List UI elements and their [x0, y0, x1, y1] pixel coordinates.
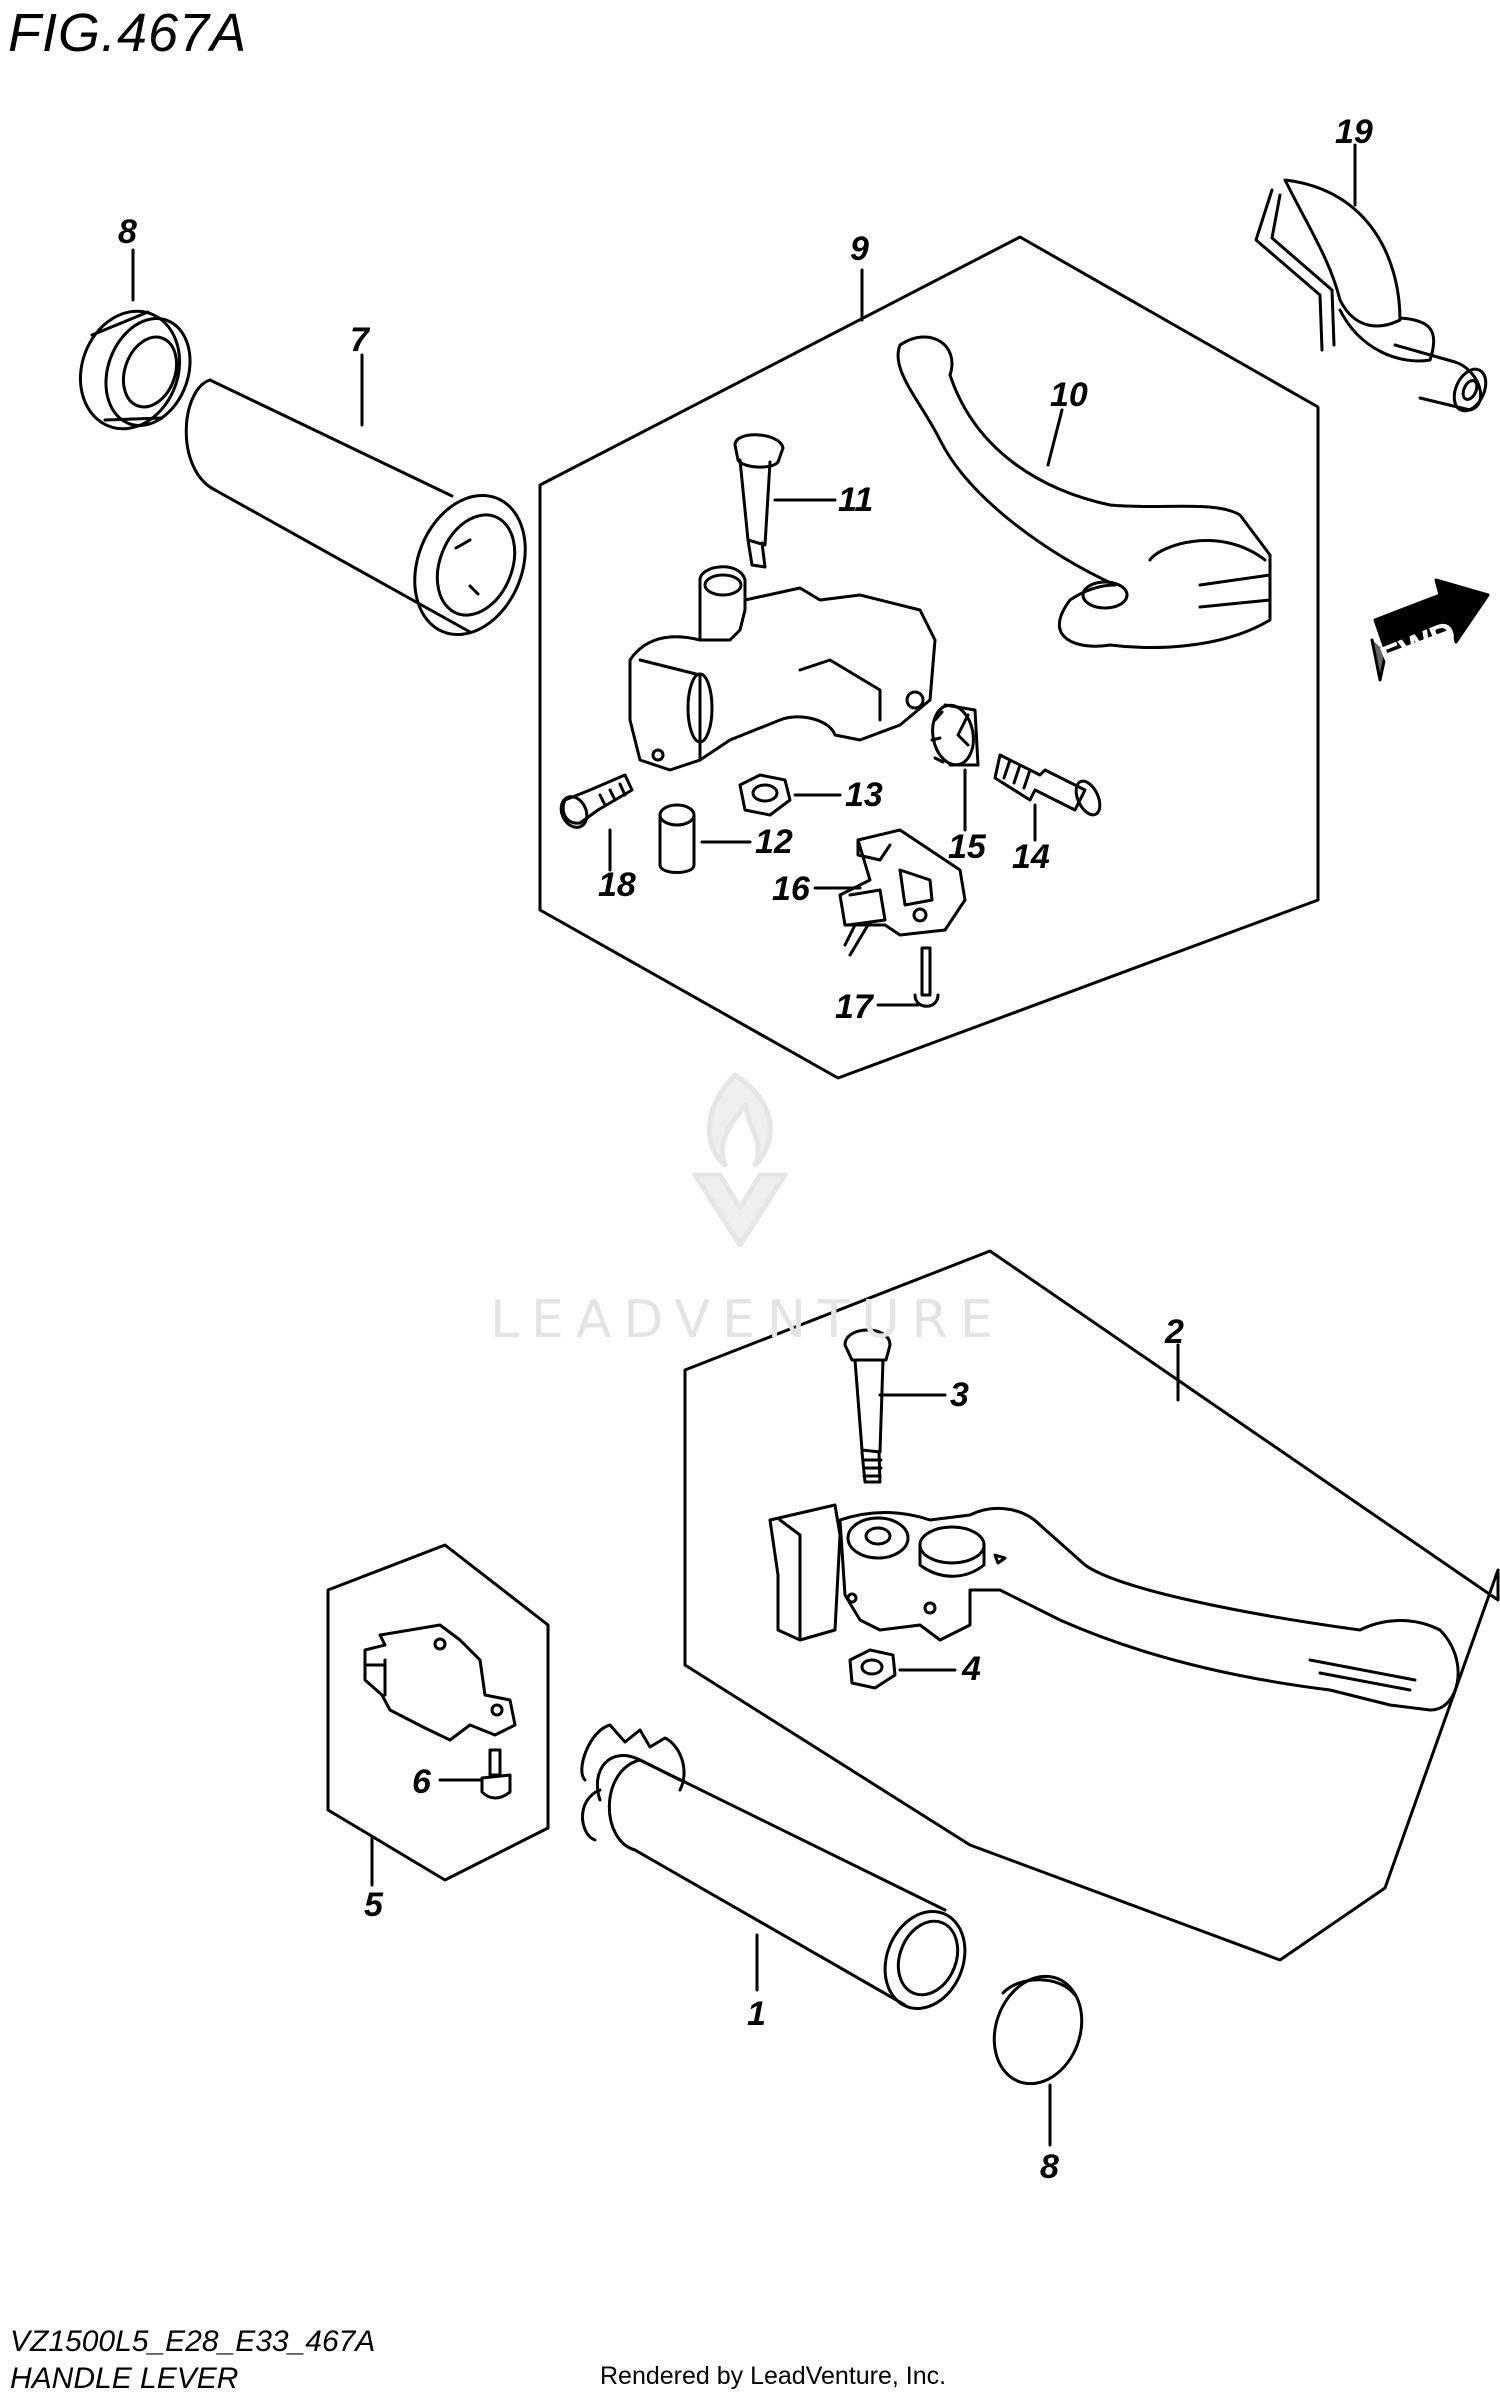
lever-bracket-icon: [628, 565, 937, 772]
part-1-throttle-grip-icon: [580, 1723, 967, 2010]
part-5-switch-icon: [363, 1623, 517, 1742]
part-4-nut-icon: [848, 1648, 897, 1690]
part-19-cable-boot-icon: [1254, 178, 1488, 413]
part-18-screw-icon: [559, 773, 634, 829]
callout-14: 14: [1012, 838, 1050, 876]
callout-13: 13: [845, 776, 883, 814]
callout-3: 3: [950, 1376, 969, 1414]
callout-11: 11: [838, 481, 874, 519]
part-2-brake-lever-icon: [768, 1503, 1460, 1712]
callout-19: 19: [1335, 113, 1373, 151]
render-credit: Rendered by LeadVenture, Inc.: [600, 2362, 947, 2390]
part-8-end-cap-icon: [992, 1974, 1084, 2086]
figure-name: HANDLE LEVER: [10, 2362, 239, 2395]
callout-5: 5: [364, 1886, 383, 1924]
part-6-screw-icon: [480, 1748, 512, 1800]
model-code: VZ1500L5_E28_E33_467A: [10, 2325, 376, 2358]
assembly-outline-2: [683, 1249, 1500, 1962]
callout-12: 12: [755, 823, 793, 861]
part-7-left-grip-icon: [184, 378, 527, 637]
callout-7: 7: [350, 321, 369, 359]
figure-title: FIG.467A: [8, 3, 248, 63]
callout-1: 1: [747, 1995, 766, 2033]
fwd-arrow-icon: [1370, 578, 1490, 682]
callout-9: 9: [850, 230, 869, 268]
part-8-end-ring-icon: [78, 309, 192, 431]
watermark-text: LEADVENTURE: [490, 1290, 1005, 1350]
part-11-pivot-bolt-icon: [733, 433, 785, 569]
callout-6: 6: [412, 1763, 431, 1801]
part-12-collar-icon: [658, 803, 696, 874]
callout-4: 4: [962, 1650, 981, 1688]
callout-10: 10: [1050, 376, 1088, 414]
callout-2: 2: [1165, 1313, 1184, 1351]
assembly-outline-9: [538, 235, 1320, 1080]
callout-8-top: 8: [118, 213, 137, 251]
part-3-pivot-bolt-icon: [843, 1328, 892, 1484]
callout-16: 16: [772, 870, 810, 908]
callout-18: 18: [598, 866, 636, 904]
callout-8-bottom: 8: [1040, 2148, 1059, 2186]
part-16-switch-icon: [838, 828, 967, 957]
assembly-outline-5: [326, 1543, 550, 1882]
callout-17: 17: [835, 988, 873, 1026]
callout-15: 15: [948, 828, 986, 866]
part-14-adjuster-bolt-icon: [993, 753, 1102, 817]
part-15-adjuster-wheel-icon: [930, 703, 980, 767]
watermark-logo: [692, 1072, 788, 1248]
part-10-clutch-lever-icon: [896, 335, 1272, 649]
part-17-screw-icon: [913, 946, 940, 1008]
part-13-nut-icon: [738, 773, 792, 817]
